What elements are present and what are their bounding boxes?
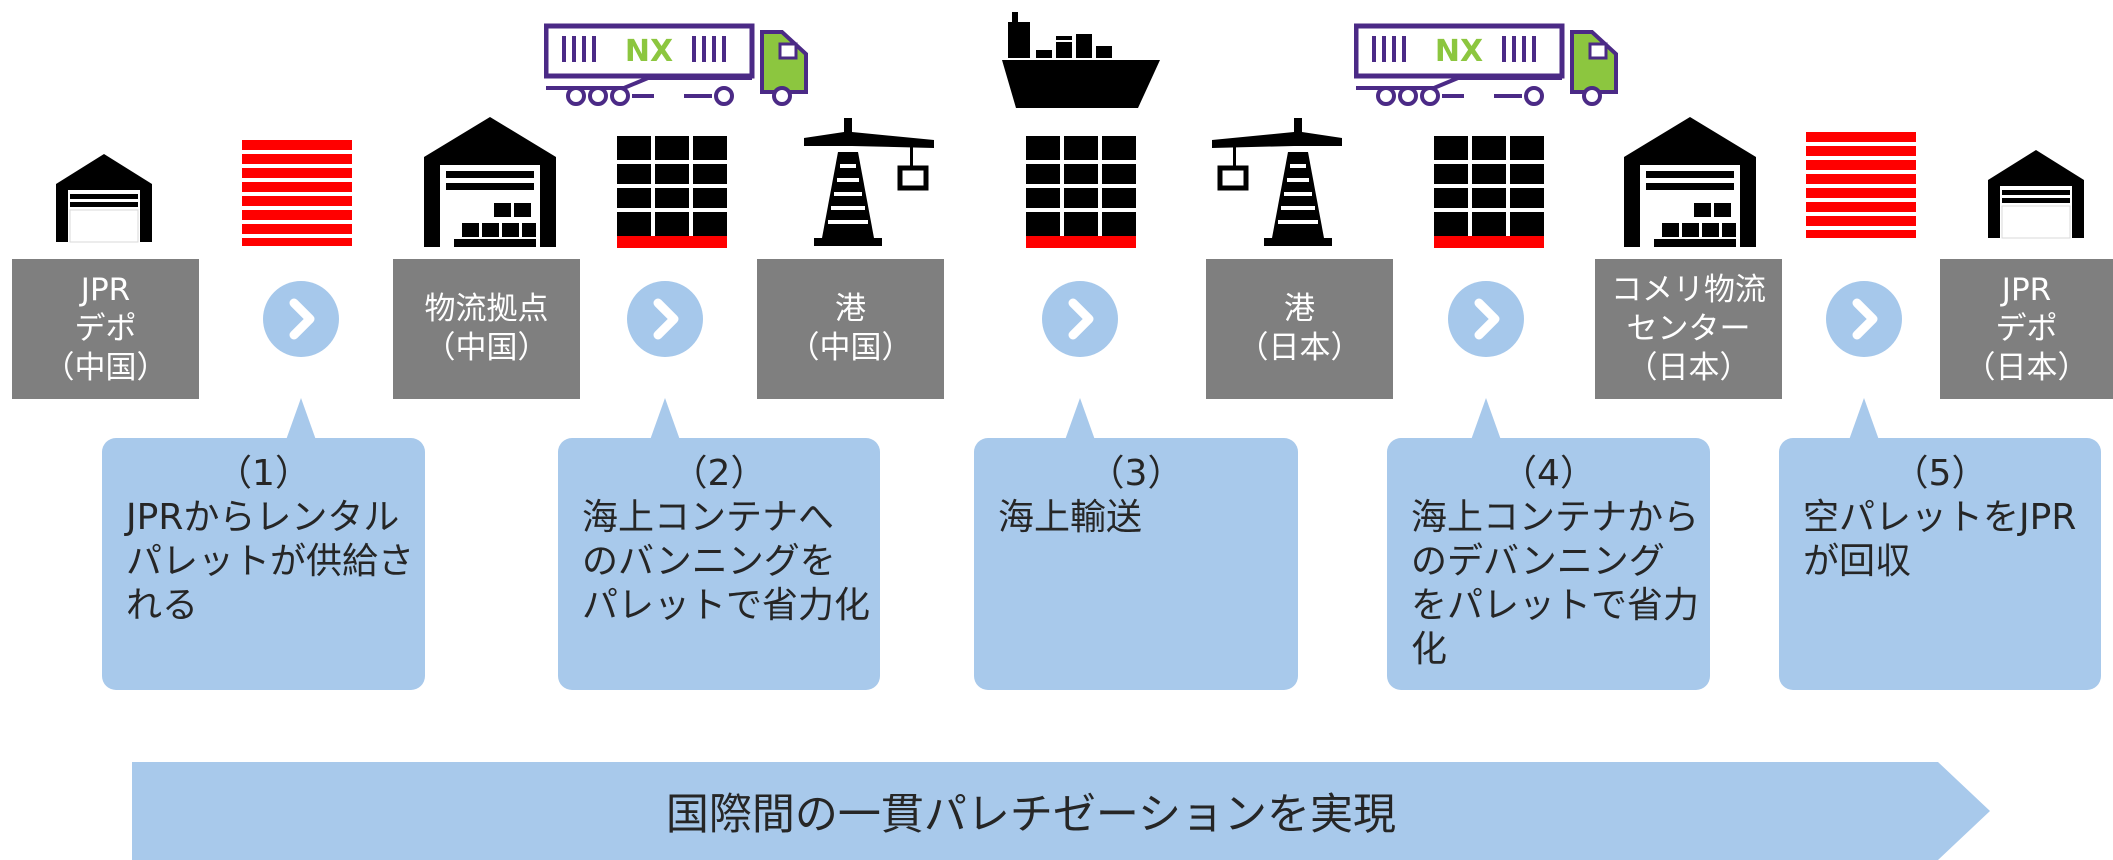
step-number: （5）: [1892, 453, 1988, 494]
station-line: デポ: [1995, 310, 2058, 347]
step-number: （4）: [1501, 453, 1596, 494]
truck-logo: NX: [1435, 34, 1483, 69]
station-line: （日本）: [1964, 349, 2089, 386]
step-text: 空パレットをJPR: [1803, 497, 2077, 538]
station-line: （中国）: [424, 330, 549, 366]
banner-arrow: [132, 762, 1990, 860]
warehouse-icon: [1987, 149, 2085, 239]
pallet-icon: [1806, 132, 1916, 238]
loaded-pallet-icon: [1434, 136, 1544, 248]
callout-pointer: [1471, 398, 1501, 440]
step-callout-3: （3） 海上輸送: [974, 438, 1298, 690]
step-number: （1）: [216, 453, 311, 494]
station-line: JPR: [80, 271, 131, 308]
station-line: （中国）: [788, 330, 913, 366]
warehouse-icon: [55, 153, 153, 243]
station-line: JPR: [2001, 271, 2052, 308]
banner-title: 国際間の一貫パレチゼーションを実現: [665, 790, 1397, 840]
station-port-china: 港 （中国）: [757, 259, 944, 399]
truck-logo: NX: [625, 34, 673, 69]
station-jpr-depot-china: JPR デポ （中国）: [12, 259, 199, 399]
step-text: のバンニングを: [582, 541, 836, 582]
loaded-pallet-icon: [617, 136, 727, 248]
step-number: （3）: [1088, 453, 1184, 494]
step-callout-5: （5） 空パレットをJPR が回収: [1779, 438, 2101, 690]
step-callout-1: （1） JPRからレンタル パレットが供給さ れる: [102, 438, 425, 690]
icon-row: [55, 12, 2085, 260]
truck-icon: NX: [1354, 23, 1618, 106]
station-line: デポ: [74, 310, 137, 347]
step-text: 海上コンテナへ: [582, 497, 835, 538]
station-port-japan: 港 （日本）: [1206, 259, 1393, 399]
station-line: センター: [1626, 310, 1751, 347]
station-line: 物流拠点: [424, 291, 549, 327]
warehouse-icon: [424, 117, 556, 247]
chevron-right-icon: [627, 281, 703, 357]
station-line: 港: [1284, 291, 1315, 327]
step-text: をパレットで省力: [1411, 585, 1700, 626]
warehouse-icon: [1624, 117, 1756, 247]
callout-pointer: [1849, 398, 1879, 440]
crane-icon: [804, 118, 934, 246]
chevron-right-icon: [1042, 281, 1118, 357]
chevron-right-icon: [1826, 281, 1902, 357]
step-text: パレットが供給さ: [126, 541, 415, 582]
station-line: コメリ物流: [1611, 271, 1766, 308]
loaded-pallet-icon: [1026, 136, 1136, 248]
step-text: のデバンニング: [1411, 541, 1665, 582]
step-callout-4: （4） 海上コンテナから のデバンニング をパレットで省力 化: [1387, 438, 1710, 690]
step-text: 海上コンテナから: [1411, 497, 1700, 538]
station-jpr-depot-japan: JPR デポ （日本）: [1940, 259, 2113, 399]
station-line: （日本）: [1626, 349, 1751, 386]
station-line: 港: [835, 291, 866, 327]
station-hub-china: 物流拠点 （中国）: [393, 259, 580, 399]
ship-icon: [1002, 12, 1160, 108]
callout-pointer: [1065, 398, 1095, 440]
station-line: （日本）: [1237, 330, 1362, 366]
step-text: 海上輸送: [998, 497, 1143, 538]
crane-icon: [1212, 118, 1342, 246]
step-number: （2）: [671, 453, 767, 494]
station-komeri-center-japan: コメリ物流 センター （日本）: [1595, 259, 1782, 399]
step-callout-2: （2） 海上コンテナへ のバンニングを パレットで省力化: [558, 438, 880, 690]
callout-pointer: [286, 398, 316, 440]
pallet-icon: [242, 140, 352, 246]
step-text: パレットで省力化: [582, 585, 871, 626]
step-text: JPRからレンタル: [126, 497, 400, 538]
truck-icon: NX: [544, 23, 808, 106]
step-text: が回収: [1803, 541, 1912, 582]
station-line: （中国）: [43, 349, 168, 386]
callout-pointer: [650, 398, 680, 440]
chevron-right-icon: [263, 281, 339, 357]
step-text: 化: [1411, 629, 1448, 670]
chevron-right-icon: [1448, 281, 1524, 357]
step-text: れる: [126, 585, 199, 626]
